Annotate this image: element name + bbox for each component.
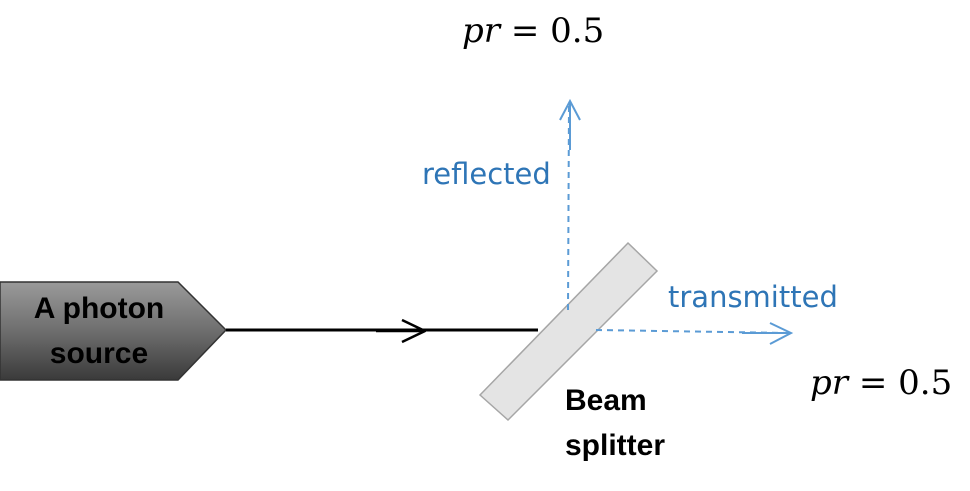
reflected-label: reflected [422, 157, 551, 191]
transmitted-probability-var: pr [810, 363, 849, 403]
photon-source-label-line2: source [49, 337, 149, 370]
beam-splitter-shape [478, 241, 659, 422]
beam-splitter-label-line2: splitter [565, 429, 666, 462]
transmitted-probability-value: = 0.5 [848, 363, 953, 403]
photon-source-label: A photon source [0, 283, 198, 379]
transmitted-probability: pr = 0.5 [810, 366, 952, 400]
reflected-probability-var: pr [462, 11, 501, 51]
reflected-probability-value: = 0.5 [500, 11, 605, 51]
reflected-probability: pr = 0.5 [462, 14, 604, 48]
photon-source-label-line1: A photon [33, 292, 165, 325]
transmitted-label: transmitted [668, 280, 838, 314]
beam-splitter-label-line1: Beam [565, 384, 647, 417]
beam-splitter-label: Beam splitter [565, 378, 665, 468]
reflected-path-line [567, 102, 570, 311]
incident-beam-arrow-chevron [401, 318, 427, 344]
photon-source-shape [0, 281, 228, 381]
